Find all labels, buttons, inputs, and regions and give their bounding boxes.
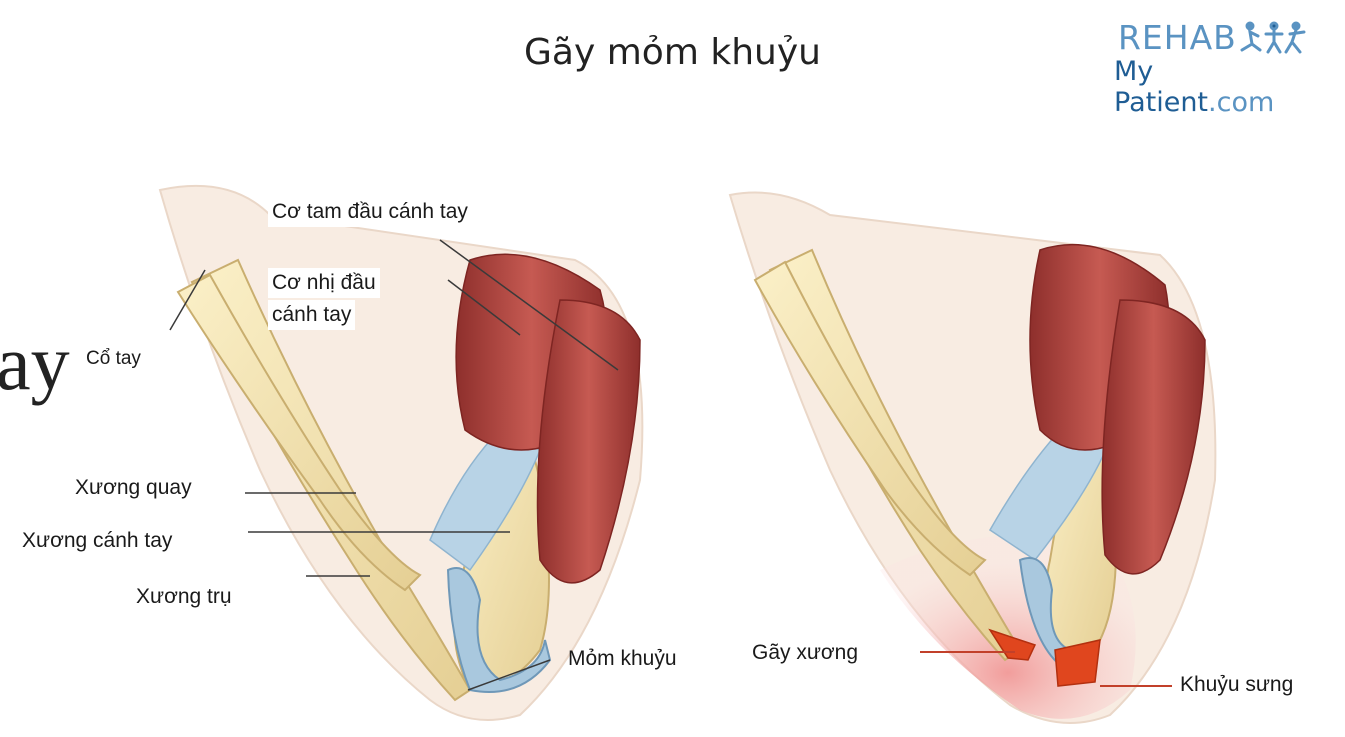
label-radius: Xương quay	[75, 475, 192, 501]
label-fracture: Gãy xương	[752, 640, 858, 666]
label-swollen-elbow: Khuỷu sưng	[1180, 672, 1293, 698]
label-olecranon: Mỏm khuỷu	[568, 646, 677, 672]
triceps-muscle-left	[538, 300, 641, 583]
label-humerus: Xương cánh tay	[22, 528, 172, 554]
label-biceps-line1: Cơ nhị đầu	[268, 268, 380, 298]
label-triceps: Cơ tam đầu cánh tay	[268, 197, 472, 227]
label-biceps-line2: cánh tay	[268, 300, 355, 330]
normal-elbow-figure	[160, 186, 642, 720]
label-ulna: Xương trụ	[136, 584, 232, 610]
label-wrist: Cổ tay	[86, 347, 141, 371]
